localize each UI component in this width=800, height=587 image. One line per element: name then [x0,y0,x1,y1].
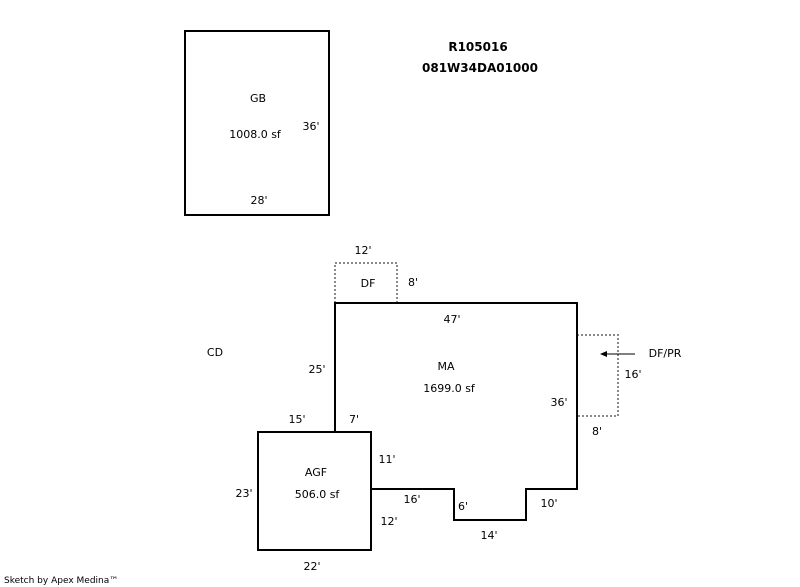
agf-width: 22' [303,560,320,573]
df-outline [334,262,398,303]
df-width: 12' [354,244,371,257]
gb-width: 28' [250,194,267,207]
agf-outline [257,431,372,551]
notch-depth-dimension: 6' [458,500,468,513]
dfpr-outline [577,334,619,417]
gb-height: 36' [302,120,319,133]
step-top-dimension: 7' [349,413,359,426]
lower-a-dimension: 16' [403,493,420,506]
gb-code: GB [250,92,266,105]
lower-right-dimension: 10' [540,497,557,510]
lower-b-dimension: 12' [380,515,397,528]
df-code: DF [361,277,376,290]
dfpr-code: DF/PR [649,347,682,360]
agf-height: 23' [235,487,252,500]
ma-top-dimension: 47' [443,313,460,326]
account-number: R105016 [448,40,507,54]
sketch-credit: Sketch by Apex Medina™ [4,576,118,586]
gb-area: 1008.0 sf [229,128,282,141]
agf-top-dimension: 15' [288,413,305,426]
arrow-head-icon [600,351,607,357]
cd-code: CD [207,346,223,359]
step-side-dimension: 11' [378,453,395,466]
ma-outline [334,302,578,521]
agf-code: AGF [305,466,327,479]
map-number: 081W34DA01000 [422,61,538,75]
agf-area: 506.0 sf [295,488,341,501]
ma-left-dimension: 25' [308,363,325,376]
df-height: 8' [408,276,418,289]
ma-area: 1699.0 sf [423,382,476,395]
dfpr-height: 16' [624,368,641,381]
ma-right-dimension: 36' [550,396,567,409]
dfpr-width: 8' [592,425,602,438]
notch-width-dimension: 14' [480,529,497,542]
gb-outline [184,30,330,216]
ma-code: MA [437,360,454,373]
